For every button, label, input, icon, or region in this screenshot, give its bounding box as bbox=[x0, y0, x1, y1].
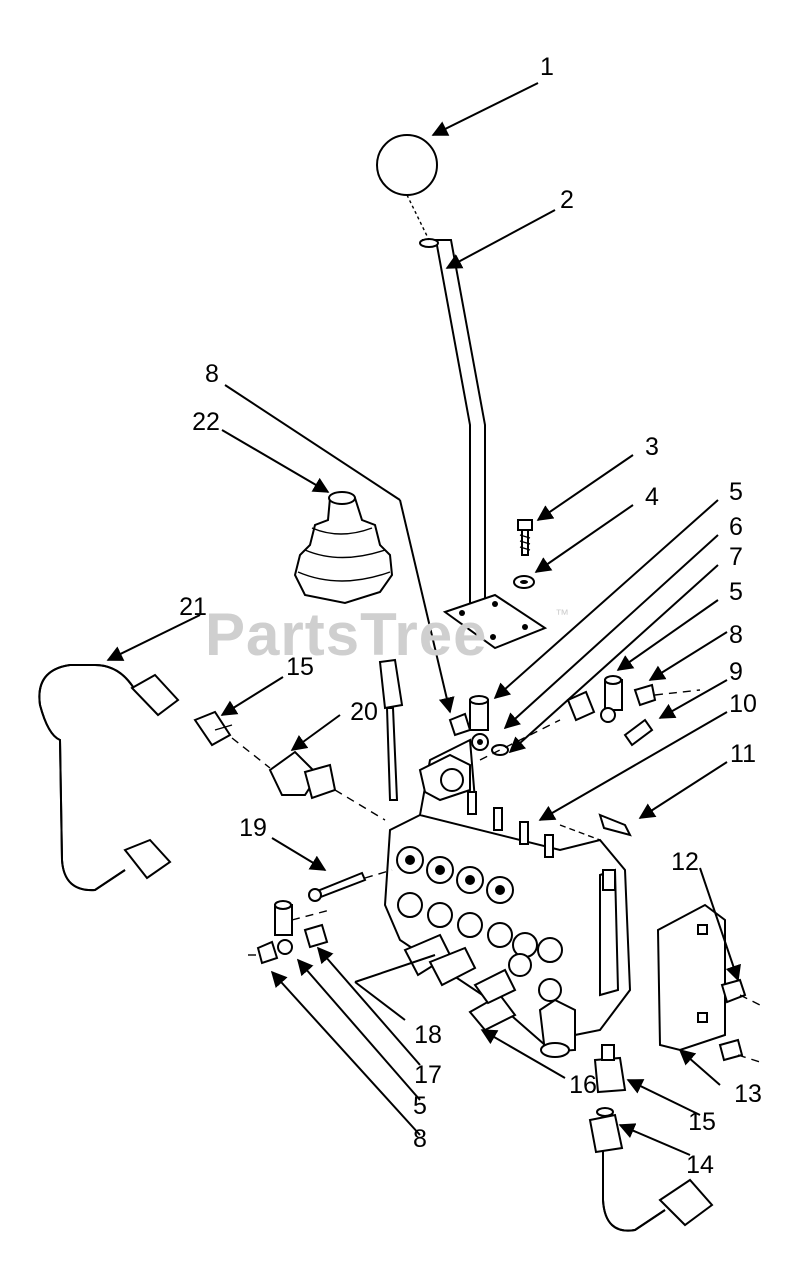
callout-16: 16 bbox=[569, 1071, 597, 1099]
callout-9: 9 bbox=[729, 658, 743, 686]
bolt-part bbox=[517, 519, 533, 556]
callout-1: 1 bbox=[540, 53, 554, 81]
callout-13: 13 bbox=[734, 1080, 762, 1108]
small-hardware bbox=[256, 675, 657, 965]
hydraulic-line-left bbox=[38, 664, 180, 892]
washer-part bbox=[513, 575, 535, 589]
callout-15a: 15 bbox=[688, 1108, 716, 1136]
callout-17: 17 bbox=[414, 1061, 442, 1089]
control-valve-body bbox=[383, 738, 632, 1058]
callout-3: 3 bbox=[645, 433, 659, 461]
boot-part bbox=[293, 491, 394, 605]
nut-12 bbox=[718, 978, 747, 1062]
callout-4: 4 bbox=[645, 483, 659, 511]
callout-8c: 8 bbox=[205, 360, 219, 388]
callout-8a: 8 bbox=[729, 621, 743, 649]
knob-part bbox=[376, 134, 438, 196]
callout-14: 14 bbox=[686, 1151, 714, 1179]
watermark-trademark: ™ bbox=[555, 606, 569, 622]
lever-mount-plate bbox=[442, 593, 548, 650]
callout-2: 2 bbox=[560, 186, 574, 214]
hydraulic-line-bottom bbox=[588, 1107, 714, 1232]
callout-6: 6 bbox=[729, 513, 743, 541]
callout-15b: 15 bbox=[286, 653, 314, 681]
leader-lines bbox=[106, 82, 741, 1156]
adapter-part bbox=[268, 750, 337, 800]
valve-handle bbox=[378, 658, 404, 801]
fitting-group-18 bbox=[403, 933, 477, 987]
callout-5b: 5 bbox=[729, 578, 743, 606]
callout-7: 7 bbox=[729, 543, 743, 571]
callout-8b: 8 bbox=[413, 1125, 427, 1153]
lever-part bbox=[406, 194, 486, 616]
callout-18: 18 bbox=[414, 1021, 442, 1049]
callout-5c: 5 bbox=[413, 1092, 427, 1120]
callout-5a: 5 bbox=[729, 478, 743, 506]
fitting-15-bottom bbox=[593, 1044, 627, 1094]
fitting-group-16 bbox=[468, 968, 517, 1032]
watermark: PartsTree bbox=[205, 601, 488, 668]
callout-12: 12 bbox=[671, 848, 699, 876]
callout-20: 20 bbox=[350, 698, 378, 726]
fitting-15-left bbox=[193, 710, 233, 747]
callout-10: 10 bbox=[729, 690, 757, 718]
callout-11: 11 bbox=[730, 740, 756, 768]
callout-22: 22 bbox=[192, 408, 220, 436]
bracket-part bbox=[656, 903, 726, 1052]
callout-21: 21 bbox=[179, 593, 207, 621]
callout-19: 19 bbox=[239, 814, 267, 842]
